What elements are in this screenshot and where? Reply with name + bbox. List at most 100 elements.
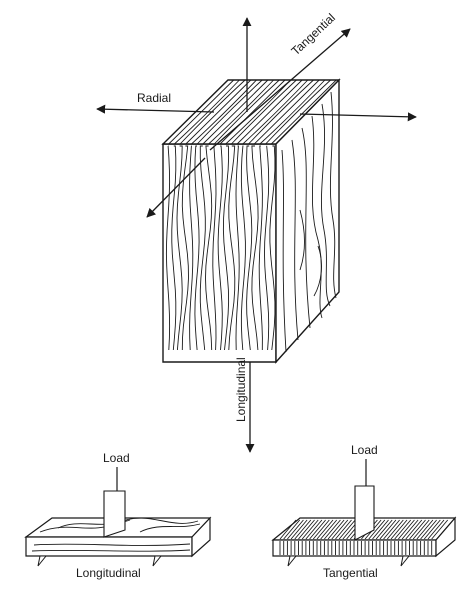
front-grain-line <box>228 145 236 351</box>
top-grain-line <box>219 79 286 145</box>
right-board-grain-line <box>401 519 419 540</box>
right-board-grain-line <box>409 519 426 540</box>
right-board-grain-line <box>412 519 430 540</box>
top-grain-line <box>208 79 274 145</box>
front-grain-line <box>199 145 206 351</box>
front-grain-line <box>171 145 177 351</box>
side-grain-line <box>320 103 331 307</box>
right-board-grain-line <box>316 519 334 540</box>
right-board-grain-line <box>294 519 312 540</box>
front-grain-line <box>189 145 194 351</box>
right-board-grain-line <box>283 519 301 540</box>
radial-axis-arrow-right <box>299 112 417 122</box>
right-board-grain-line <box>305 519 323 540</box>
front-grain-line <box>165 145 171 351</box>
front-grain-line <box>240 145 246 351</box>
longitudinal-specimen: Load Longitudinal <box>24 451 212 580</box>
tangential-specimen: Load Tangential <box>271 443 457 580</box>
tangential-label: Tangential <box>288 11 338 59</box>
longitudinal-label: Longitudinal <box>234 357 248 422</box>
wood-block <box>161 78 341 364</box>
front-grain-line <box>205 145 213 351</box>
right-board-grain-line <box>309 519 326 540</box>
right-board-grain-line <box>301 519 319 540</box>
top-grain-line <box>242 79 309 145</box>
top-grain-line <box>185 79 252 145</box>
right-board-grain-line <box>386 519 404 540</box>
top-grain-line <box>196 79 263 145</box>
right-board-grain-line <box>338 519 356 540</box>
right-board-grain-line <box>312 519 330 540</box>
side-grain-line <box>313 245 322 297</box>
radial-axis-arrow <box>96 104 215 114</box>
right-board-grain-line <box>394 519 412 540</box>
front-grain-line <box>194 145 200 351</box>
top-grain-line <box>191 79 257 145</box>
left-board-end <box>191 516 211 558</box>
front-grain-line <box>246 145 253 351</box>
top-grain-line <box>202 79 269 145</box>
left-load-label: Load <box>103 451 130 465</box>
left-board-front <box>25 536 193 557</box>
front-grain-line <box>235 145 240 351</box>
right-board-grain-line <box>405 519 423 540</box>
side-grain-line <box>329 91 337 299</box>
front-grain-line <box>258 145 263 351</box>
right-load-label: Load <box>351 443 378 457</box>
side-grain-line <box>291 139 299 341</box>
front-grain-line <box>222 145 230 351</box>
front-grain-line <box>181 145 189 351</box>
right-board-grain-line <box>423 519 441 540</box>
front-grain-line <box>251 145 259 351</box>
right-board-grain-line <box>331 519 349 540</box>
right-board-grain-line <box>383 519 400 540</box>
left-board-grain-line <box>33 543 191 546</box>
side-grain-lines <box>281 91 337 353</box>
top-grain-line <box>270 79 337 145</box>
top-grain-line <box>231 79 297 145</box>
left-support-right <box>152 555 163 567</box>
right-board-grain-line <box>398 519 415 540</box>
side-grain-line <box>311 115 323 319</box>
front-grain-line <box>269 145 276 351</box>
right-board-grain-line <box>372 519 389 540</box>
left-specimen-caption: Longitudinal <box>76 566 141 580</box>
top-grain-line <box>253 79 320 145</box>
side-grain-line <box>301 127 311 329</box>
right-board-grain-line <box>287 519 304 540</box>
right-board-grain-line <box>431 519 449 540</box>
left-support-left <box>37 555 48 567</box>
right-board-grain-line <box>375 519 393 540</box>
right-board-grain-line <box>324 519 341 540</box>
left-load-plate <box>103 490 126 538</box>
front-grain-line <box>264 145 270 351</box>
left-board-grain-line <box>31 549 191 552</box>
front-grain-lines <box>165 145 276 351</box>
tangential-axis-arrow <box>209 28 351 151</box>
block-right-face <box>275 78 340 364</box>
top-grain-line <box>265 79 331 145</box>
right-board-grain-line <box>379 519 397 540</box>
front-grain-line <box>176 145 183 351</box>
right-board-grain-line <box>327 519 345 540</box>
right-board-grain-line <box>368 519 386 540</box>
top-grain-line <box>213 79 280 145</box>
right-board-grain-line <box>390 519 408 540</box>
right-board-grain-line <box>298 519 315 540</box>
right-load-plate <box>354 485 375 541</box>
top-grain-line <box>248 79 314 145</box>
left-board-grain-line <box>139 523 201 533</box>
right-specimen-caption: Tangential <box>323 566 378 580</box>
front-grain-line <box>212 145 217 351</box>
right-board-grain-line <box>427 519 445 540</box>
radial-label: Radial <box>137 91 171 105</box>
right-board-grain-line <box>416 519 434 540</box>
right-board-end <box>435 516 456 558</box>
top-grain-line <box>236 79 303 145</box>
side-grain-line <box>299 209 305 271</box>
right-board-front <box>272 539 437 557</box>
tangential-axis-arrow-down <box>146 157 206 218</box>
right-board-grain-line <box>335 519 352 540</box>
right-support-right <box>400 555 411 567</box>
